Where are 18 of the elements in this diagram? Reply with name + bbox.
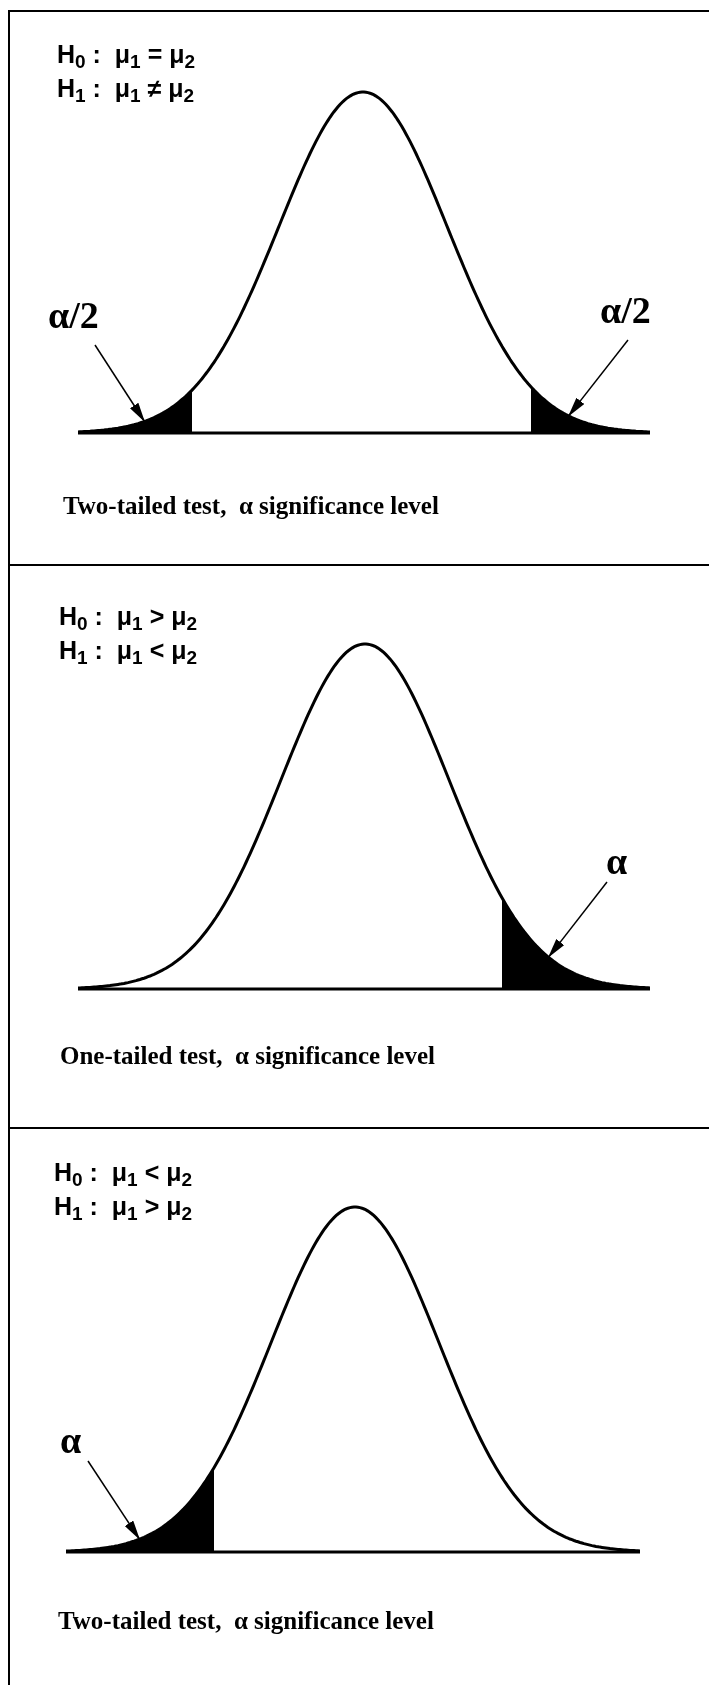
test-panel bbox=[8, 10, 709, 566]
leader-arrow bbox=[94, 344, 146, 423]
hypothesis-text: H$_{1}$ : μ$_{1}$ < μ$_{2}$ bbox=[59, 638, 198, 663]
leader-arrow bbox=[547, 881, 608, 959]
caption-text: Two-tailed test, α significance level bbox=[58, 1606, 434, 1636]
alpha-label: α bbox=[60, 1421, 82, 1459]
alpha-label: α bbox=[606, 842, 628, 880]
leader-arrow bbox=[567, 339, 629, 418]
leader-arrow bbox=[87, 1460, 141, 1541]
caption-text: One-tailed test, α significance level bbox=[60, 1041, 435, 1071]
alpha-label: α/2 bbox=[48, 296, 99, 334]
hypothesis-text: H$_{0}$ : μ$_{1}$ = μ$_{2}$ bbox=[57, 42, 196, 67]
caption-text: Two-tailed test, α significance level bbox=[63, 491, 439, 521]
hypothesis-text: H$_{1}$ : μ$_{1}$ > μ$_{2}$ bbox=[54, 1194, 193, 1219]
hypothesis-text: H$_{1}$ : μ$_{1}$ ≠ μ$_{2}$ bbox=[57, 76, 195, 101]
alpha-label: α/2 bbox=[600, 291, 651, 329]
hypothesis-text: H$_{0}$ : μ$_{1}$ > μ$_{2}$ bbox=[59, 604, 198, 629]
hypothesis-text: H$_{0}$ : μ$_{1}$ < μ$_{2}$ bbox=[54, 1160, 193, 1185]
